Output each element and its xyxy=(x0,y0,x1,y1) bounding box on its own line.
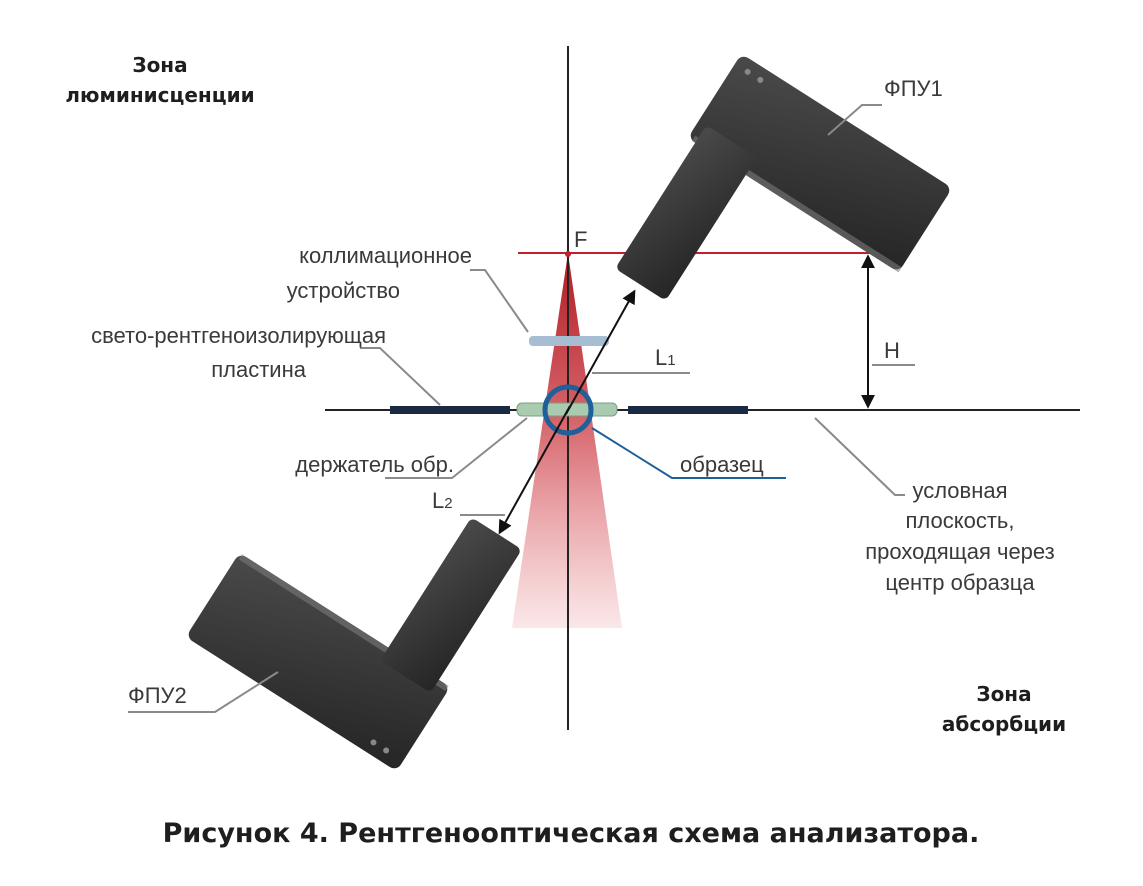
focus-point xyxy=(565,251,571,257)
pointer-lines xyxy=(128,104,915,713)
pointer-holder xyxy=(385,417,528,479)
zone-absorption-title: Зона xyxy=(976,682,1031,706)
label-fpu2: ФПУ2 xyxy=(128,683,187,708)
pointer-fpu1 xyxy=(827,104,882,136)
label-plane-line4: центр образца xyxy=(885,570,1035,595)
label-l2: L2 xyxy=(432,488,453,513)
label-collimator-line2: устройство xyxy=(287,278,400,303)
label-l1: L1 xyxy=(655,345,676,370)
fpu1-detector xyxy=(617,56,950,299)
zone-absorption-subtitle: абсорбции xyxy=(942,712,1066,736)
zone-luminescence-subtitle: люминисценции xyxy=(65,83,254,107)
pointer-fpu2 xyxy=(128,671,279,713)
label-collimator-line1: коллимационное xyxy=(299,243,472,268)
zone-luminescence-title: Зона xyxy=(132,53,187,77)
label-fpu1: ФПУ1 xyxy=(884,76,943,101)
fpu2-detector xyxy=(188,519,520,769)
pointer-collimator xyxy=(470,269,529,333)
label-focus: F xyxy=(574,227,587,252)
figure-caption: Рисунок 4. Рентгенооптическая схема анал… xyxy=(163,818,980,849)
label-h: H xyxy=(884,338,900,363)
label-sample: образец xyxy=(680,452,764,477)
label-plate-line2: пластина xyxy=(211,357,307,382)
label-plane-line3: проходящая через xyxy=(865,539,1055,564)
label-plane-line1: условная xyxy=(912,478,1007,503)
l1-distance-arrow xyxy=(565,289,636,415)
isolating-plate-left xyxy=(390,406,510,414)
sample-ring xyxy=(542,384,594,436)
label-holder: держатель обр. xyxy=(295,452,454,477)
collimator xyxy=(529,336,609,346)
label-plate-line1: свето-рентгеноизолирующая xyxy=(91,323,386,348)
pointer-plane xyxy=(814,417,905,496)
isolating-plate-right xyxy=(628,406,748,414)
pointer-sample xyxy=(591,427,786,479)
l2-distance-arrow xyxy=(498,405,571,535)
pointer-plate xyxy=(360,347,441,406)
label-plane-line2: плоскость, xyxy=(906,508,1015,533)
